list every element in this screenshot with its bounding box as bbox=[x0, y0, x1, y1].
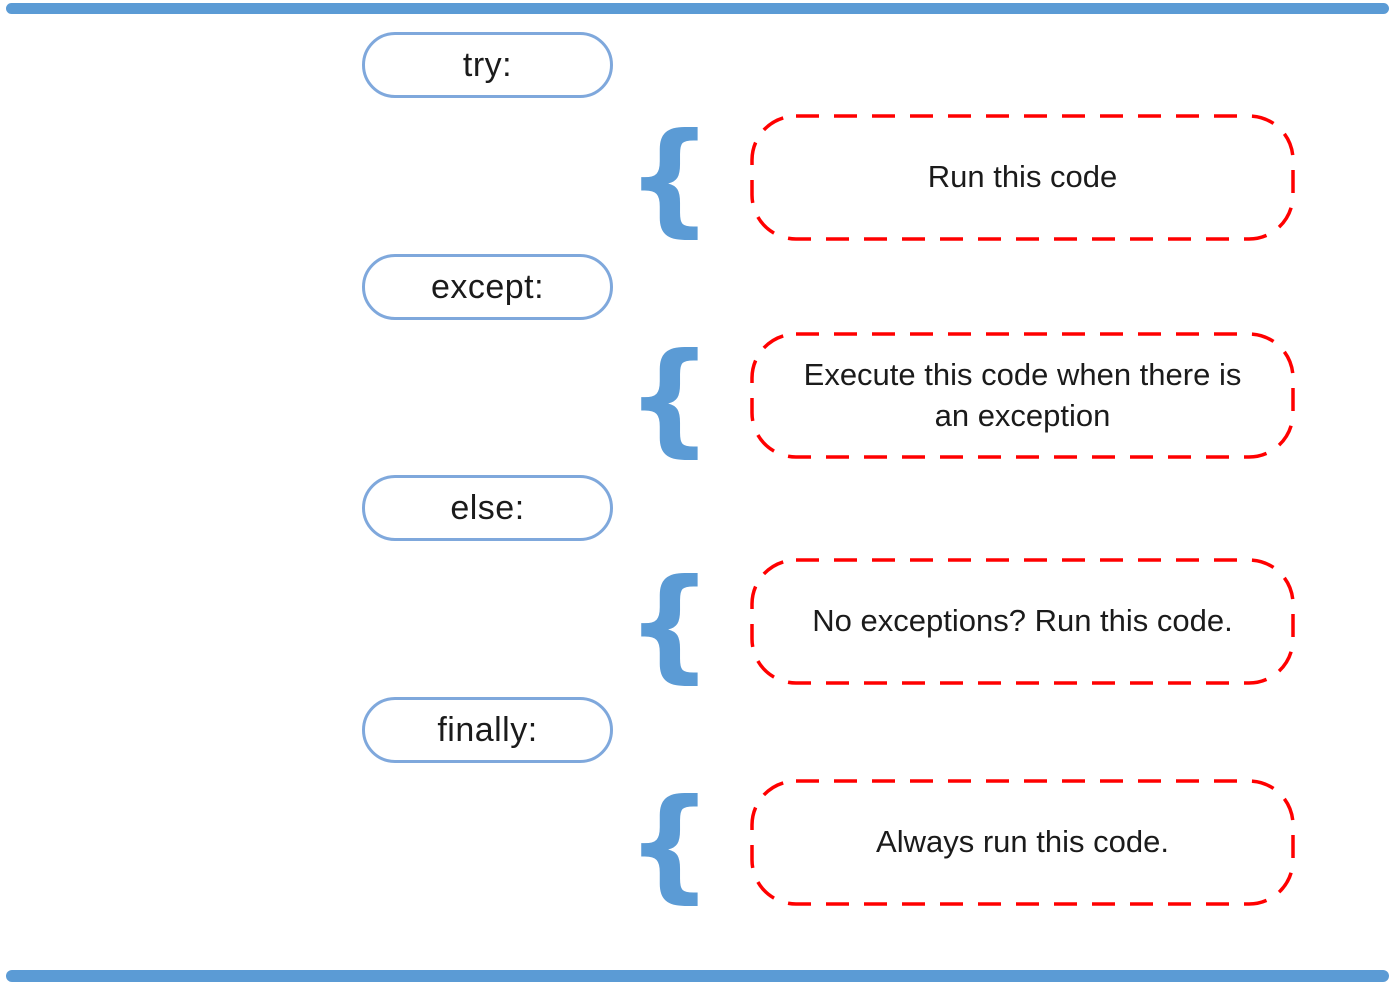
keyword-label-finally: finally: bbox=[437, 710, 538, 749]
dashed-border bbox=[750, 779, 1295, 906]
description-label-try: Run this code bbox=[927, 159, 1118, 195]
left-brace-icon: { bbox=[626, 327, 713, 469]
description-label-finally: Always run this code. bbox=[876, 824, 1169, 860]
left-brace-icon: { bbox=[626, 773, 713, 915]
keyword-pill-try: try: bbox=[362, 32, 613, 98]
keyword-label-try: try: bbox=[462, 45, 513, 84]
description-box-except: Execute this code when there is an excep… bbox=[750, 332, 1295, 459]
description-label-except: Execute this code when there is an excep… bbox=[803, 356, 1242, 433]
bottom-accent-bar bbox=[6, 970, 1389, 982]
keyword-pill-else: else: bbox=[362, 475, 613, 541]
keyword-pill-finally: finally: bbox=[362, 697, 613, 763]
keyword-label-except: except: bbox=[430, 267, 545, 306]
description-box-finally: Always run this code. bbox=[750, 779, 1295, 906]
description-label-else: No exceptions? Run this code. bbox=[812, 603, 1233, 639]
description-box-else: No exceptions? Run this code. bbox=[750, 558, 1295, 685]
dashed-border bbox=[750, 114, 1295, 241]
left-brace-icon: { bbox=[626, 553, 713, 695]
keyword-pill-except: except: bbox=[362, 254, 613, 320]
keyword-label-else: else: bbox=[450, 488, 525, 527]
left-brace-icon: { bbox=[626, 107, 713, 249]
dashed-border bbox=[750, 558, 1295, 685]
top-accent-bar bbox=[6, 3, 1389, 14]
dashed-border bbox=[750, 332, 1295, 459]
description-box-try: Run this code bbox=[750, 114, 1295, 241]
